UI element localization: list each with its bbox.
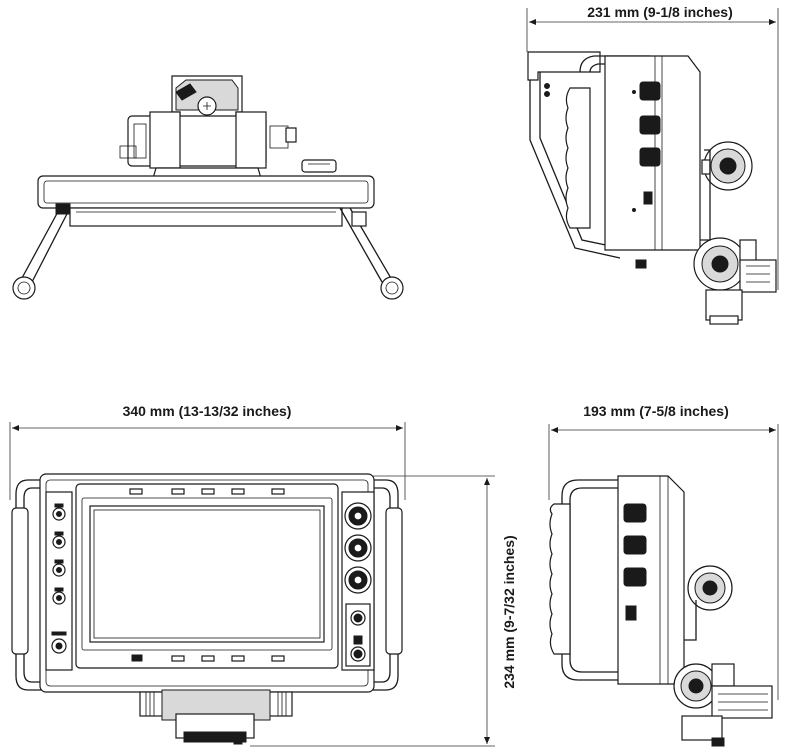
top-view xyxy=(12,75,404,300)
height-label: 234 mm (9-7/32 inches) xyxy=(501,535,517,688)
depth-top-label: 231 mm (9-1/8 inches) xyxy=(587,4,733,20)
depth-side-label: 193 mm (7-5/8 inches) xyxy=(583,403,729,419)
width-label: 340 mm (13-13/32 inches) xyxy=(123,403,292,419)
side-view-bottom: 193 mm (7-5/8 inches) xyxy=(548,403,779,747)
side-view-top: 231 mm (9-1/8 inches) xyxy=(526,4,779,325)
front-view: 340 mm (13-13/32 inches) 234 mm (9-7/32 … xyxy=(9,403,517,747)
